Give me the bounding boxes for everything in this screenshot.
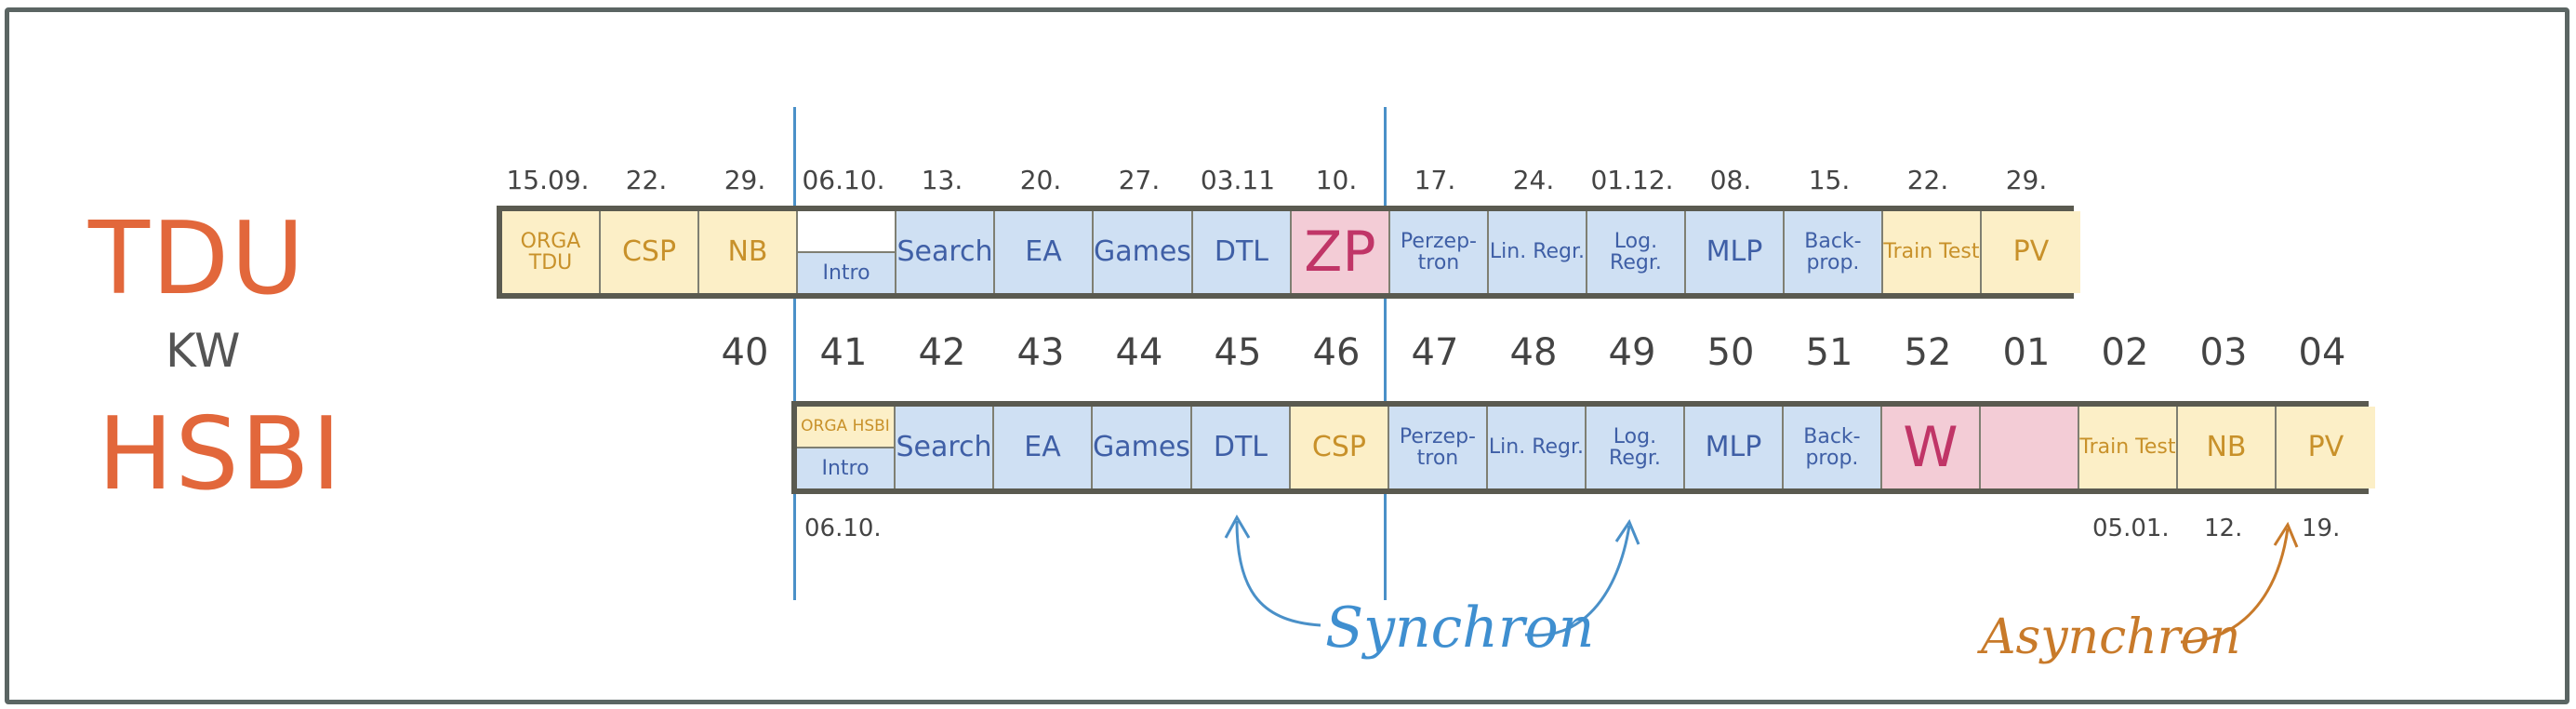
tdu-cell: Games xyxy=(1094,211,1193,293)
hsbi-cell: Perzep-tron xyxy=(1388,407,1488,488)
tdu-date: 27. xyxy=(1118,165,1161,195)
tdu-date: 15.09. xyxy=(506,165,590,195)
sync-arrow-right-head xyxy=(1614,518,1640,545)
tdu-date: 24. xyxy=(1512,165,1555,195)
sync-line-left xyxy=(793,107,796,600)
tdu-cell-intro: Intro xyxy=(798,211,896,293)
hsbi-cell-intro-label: Intro xyxy=(797,448,894,488)
hsbi-cell: NB xyxy=(2177,407,2277,488)
kw-number: 47 xyxy=(1411,331,1459,374)
kw-number: 44 xyxy=(1115,331,1163,374)
sync-label: Synchron xyxy=(1325,595,1595,661)
hsbi-cell: EA xyxy=(994,407,1093,488)
hsbi-end-date-2: 12. xyxy=(2204,515,2243,542)
tdu-cell: DTL xyxy=(1192,211,1292,293)
tdu-date: 17. xyxy=(1414,165,1456,195)
hsbi-cell-orga-label: ORGA HSBI xyxy=(797,407,894,448)
tdu-cell: Back-prop. xyxy=(1784,211,1883,293)
hsbi-end-date-1: 05.01. xyxy=(2092,515,2170,542)
tdu-cell: Search xyxy=(896,211,995,293)
tdu-date: 20. xyxy=(1019,165,1062,195)
async-label: Asynchron xyxy=(1981,609,2241,665)
tdu-date: 29. xyxy=(724,165,766,195)
kw-number: 49 xyxy=(1608,331,1656,374)
tdu-cell: Lin. Regr. xyxy=(1488,211,1587,293)
kw-number: 02 xyxy=(2101,331,2149,374)
hsbi-start-date: 06.10. xyxy=(804,515,882,542)
kw-number: 43 xyxy=(1016,331,1065,374)
kw-number: 51 xyxy=(1805,331,1853,374)
tdu-date: 01.12. xyxy=(1590,165,1674,195)
sync-arrow-left-head xyxy=(1224,514,1251,539)
tdu-cell: NB xyxy=(699,211,798,293)
tdu-cell: ZP xyxy=(1291,211,1390,293)
kw-number: 45 xyxy=(1214,331,1262,374)
tdu-date: 13. xyxy=(921,165,963,195)
tdu-date: 15. xyxy=(1808,165,1851,195)
tdu-cell-intro-empty xyxy=(798,211,895,253)
hsbi-cell xyxy=(1980,407,2079,488)
tdu-cell: ORGA TDU xyxy=(502,211,601,293)
kw-number: 40 xyxy=(721,331,769,374)
hsbi-cell: Log. Regr. xyxy=(1586,407,1685,488)
kw-number: 48 xyxy=(1509,331,1558,374)
hsbi-cell: DTL xyxy=(1191,407,1291,488)
sync-line-right xyxy=(1384,107,1387,600)
tdu-date: 10. xyxy=(1315,165,1358,195)
tdu-title: TDU xyxy=(88,201,307,317)
kw-number: 42 xyxy=(918,331,966,374)
tdu-date: 29. xyxy=(2005,165,2048,195)
kw-number: 52 xyxy=(1904,331,1952,374)
async-arrow xyxy=(2180,528,2290,644)
tdu-cell: EA xyxy=(995,211,1094,293)
sync-arrow-right xyxy=(1524,525,1631,637)
hsbi-cell: Train Test xyxy=(2078,407,2178,488)
kw-number: 03 xyxy=(2199,331,2248,374)
sync-arrow-left xyxy=(1235,520,1321,627)
tdu-cell: Log. Regr. xyxy=(1587,211,1686,293)
kw-numbers-row: 40 41 42 43 44 45 46 47 48 49 50 51 52 01 02 03 04 xyxy=(696,331,2371,374)
tdu-cell: MLP xyxy=(1685,211,1785,293)
kw-number: 50 xyxy=(1706,331,1755,374)
diagram-frame xyxy=(5,7,2569,704)
tdu-date: 08. xyxy=(1709,165,1752,195)
tdu-cell: Train Test xyxy=(1882,211,1982,293)
tdu-date: 22. xyxy=(1906,165,1949,195)
hsbi-title: HSBI xyxy=(98,396,343,513)
hsbi-cell: Search xyxy=(896,407,994,488)
tdu-cell-intro-label: Intro xyxy=(798,253,895,293)
tdu-date: 06.10. xyxy=(802,165,885,195)
hsbi-cell: PV xyxy=(2276,407,2375,488)
hsbi-cell: Back-prop. xyxy=(1783,407,1882,488)
kw-label: KW xyxy=(166,324,241,378)
hsbi-cell: MLP xyxy=(1684,407,1784,488)
tdu-date: 22. xyxy=(625,165,668,195)
hsbi-cell: Games xyxy=(1093,407,1192,488)
kw-number: 04 xyxy=(2298,331,2346,374)
hsbi-end-date-3: 19. xyxy=(2302,515,2341,542)
kw-number: 46 xyxy=(1312,331,1361,374)
tdu-dates: 15.09. 22. 29. 06.10. 13. 20. 27. 03.11 10. 17. 24… xyxy=(498,165,2076,195)
tdu-cell: PV xyxy=(1981,211,2080,293)
hsbi-cell: W xyxy=(1881,407,1981,488)
async-arrow-head xyxy=(2273,521,2299,548)
tdu-cell: CSP xyxy=(601,211,699,293)
kw-number: 41 xyxy=(819,331,868,374)
hsbi-cell: Lin. Regr. xyxy=(1487,407,1587,488)
kw-number: 01 xyxy=(2002,331,2051,374)
tdu-cell: Perzep-tron xyxy=(1389,211,1489,293)
hsbi-cell: CSP xyxy=(1290,407,1389,488)
tdu-date: 03.11 xyxy=(1200,165,1276,195)
